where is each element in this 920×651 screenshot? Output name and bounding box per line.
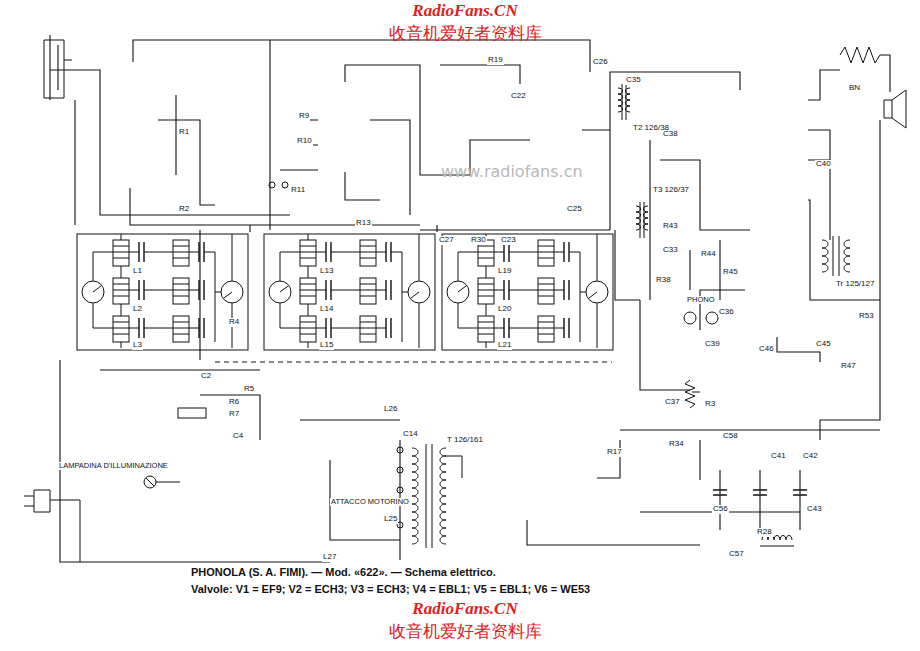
component-ref: C37 [664, 398, 681, 407]
component-ref: C56 [712, 505, 729, 514]
voltage-tap [397, 447, 403, 453]
component-ref: C45 [815, 340, 832, 349]
component-ref: C23 [500, 236, 517, 245]
loudspeaker-symbol [884, 90, 906, 128]
power-transformer [412, 444, 462, 548]
component-ref: C46 [758, 345, 775, 354]
if-transformer [636, 202, 648, 238]
antenna-terminal [44, 40, 72, 98]
component-ref: T3 126/37 [652, 186, 690, 195]
component-ref: R3 [704, 400, 716, 409]
note-label: PHONO [686, 296, 716, 304]
component-ref: L25 [383, 515, 398, 524]
note-label: LAMPADINA D'ILLUMINAZIONE [58, 462, 169, 470]
component-ref: BN [848, 84, 861, 93]
component-ref: C42 [802, 452, 819, 461]
switch-contact [282, 182, 288, 188]
component-ref: R47 [840, 362, 857, 371]
component-ref: C41 [770, 452, 787, 461]
component-ref: Tr 125/127 [835, 280, 875, 289]
component-ref: L15 [319, 341, 334, 350]
component-ref: R11 [290, 186, 306, 195]
component-ref: R44 [700, 250, 717, 259]
component-ref: L14 [319, 305, 334, 314]
component-ref: R2 [178, 205, 190, 214]
component-ref: L20 [497, 305, 512, 314]
component-ref: R4 [228, 318, 240, 327]
watermark: 收音机爱好者资料库 [388, 622, 543, 641]
component-ref: C43 [806, 505, 823, 514]
component-ref: T 126/161 [446, 436, 484, 445]
watermark: www.radiofans.cn [440, 163, 584, 181]
watermark: 收音机爱好者资料库 [388, 24, 543, 43]
switch-contact [269, 182, 275, 188]
component-ref: C4 [232, 432, 244, 441]
component-ref: R19 [487, 56, 504, 65]
dial-lamp [178, 408, 206, 418]
component-ref: C2 [200, 372, 212, 381]
caption: PHONOLA (S. A. FIMI). — Mod. «622». — Sc… [190, 566, 497, 579]
component-ref: C38 [662, 130, 679, 139]
component-ref: R28 [756, 528, 773, 537]
component-ref: C57 [728, 550, 745, 559]
component-ref: R43 [662, 222, 679, 231]
component-ref: C36 [718, 308, 735, 317]
component-ref: R13 [355, 219, 372, 228]
component-ref: R10 [296, 137, 313, 146]
component-ref: C58 [722, 432, 739, 441]
component-ref: R6 [228, 398, 240, 407]
component-ref: L13 [319, 267, 334, 276]
component-ref: C33 [662, 246, 679, 255]
component-ref: C26 [592, 58, 609, 67]
component-ref: L2 [132, 305, 143, 314]
coil-group [442, 234, 613, 350]
wiring [50, 35, 890, 562]
component-ref: L3 [132, 341, 143, 350]
mains-plug [24, 490, 80, 562]
component-ref: R17 [606, 448, 623, 457]
component-ref: L1 [132, 267, 143, 276]
filter-choke [760, 536, 794, 547]
resistor-symbol [840, 47, 880, 63]
coil-group [264, 234, 435, 350]
watermark: RadioFans.CN [411, 2, 518, 21]
component-ref: R5 [243, 385, 255, 394]
component-ref: R30 [470, 236, 487, 245]
volume-potentiometer [685, 380, 700, 408]
phono-socket [706, 312, 718, 324]
pilot-lamp-lead [146, 478, 180, 486]
component-ref: C22 [510, 92, 527, 101]
component-ref: C39 [704, 340, 721, 349]
component-ref: L21 [497, 341, 512, 350]
phono-socket [684, 312, 696, 324]
voltage-tap [397, 487, 403, 493]
filter-capacitor [713, 490, 807, 495]
component-ref: C14 [402, 430, 419, 439]
component-ref: C25 [566, 205, 583, 214]
note-label: ATTACCO MOTORINO [330, 498, 410, 506]
component-ref: R34 [668, 440, 685, 449]
if-transformer [618, 84, 630, 120]
voltage-tap [397, 467, 403, 473]
component-ref: R1 [178, 128, 190, 137]
component-ref: C35 [625, 76, 642, 85]
component-ref: C27 [438, 236, 455, 245]
component-ref: R53 [858, 312, 875, 321]
component-ref: L26 [383, 405, 398, 414]
component-ref: R38 [655, 276, 672, 285]
component-ref: R7 [228, 410, 240, 419]
component-ref: R9 [298, 112, 310, 121]
ganged-capacitor-link [215, 362, 612, 363]
component-ref: R45 [722, 268, 739, 277]
watermark: RadioFans.CN [411, 600, 518, 619]
component-ref: L19 [497, 267, 512, 276]
coil-group [77, 234, 248, 350]
component-ref: L27 [322, 553, 337, 562]
output-transformer [822, 236, 850, 276]
valve-list: Valvole: V1 = EF9; V2 = ECH3; V3 = ECH3;… [190, 583, 591, 595]
component-ref: C40 [815, 160, 832, 169]
